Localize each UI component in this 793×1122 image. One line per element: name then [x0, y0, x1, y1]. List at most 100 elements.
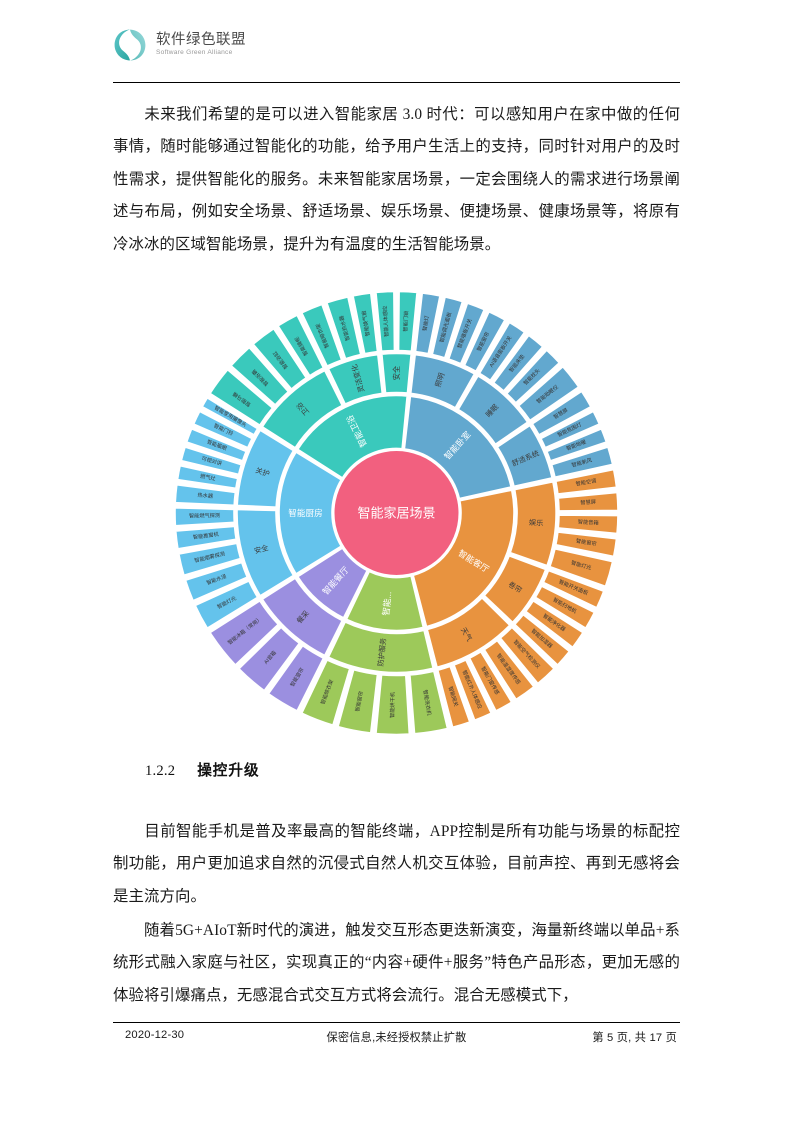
sunburst-segment[interactable] — [295, 546, 370, 620]
paragraph-5g-aiot-text: 随着5G+AIoT新时代的演进，触发交互形态更迭新演变，海量新终端以单品+系统形… — [113, 922, 680, 1004]
sunburst-segment[interactable] — [374, 672, 412, 737]
footer-notice: 保密信息,未经授权禁止扩散 — [326, 1032, 467, 1044]
sunburst-segment[interactable] — [351, 291, 380, 356]
brand-logo: 软件绿色联盟 Software Green Alliance — [113, 28, 680, 62]
sunburst-segment[interactable] — [533, 584, 597, 631]
paragraph-control-upgrade: 目前智能手机是普及率最高的智能终端，APP控制是所有功能与场景的标配控制功能，用… — [113, 816, 680, 913]
sunburst-segment[interactable] — [411, 488, 516, 629]
sunburst-segment[interactable] — [235, 507, 296, 598]
sunburst-segment[interactable] — [183, 560, 250, 603]
sunburst-segment[interactable] — [495, 423, 554, 489]
sunburst-segment-label: 智能灯 — [420, 315, 430, 332]
sunburst-segment[interactable] — [324, 295, 363, 361]
sunburst-segment[interactable] — [374, 289, 397, 354]
page-footer: 2020-12-30 保密信息,未经授权禁止扩散 第 5 页, 共 17 页 — [113, 1027, 680, 1049]
sunburst-segment[interactable] — [266, 643, 326, 713]
sunburst-segment[interactable] — [344, 569, 426, 633]
sunburst-segment[interactable] — [229, 345, 291, 407]
sunburst-segment[interactable] — [236, 625, 302, 693]
sunburst-segment[interactable] — [179, 445, 244, 477]
sunburst-segment[interactable] — [336, 667, 380, 735]
sunburst-segment[interactable] — [516, 364, 581, 423]
sunburst-segment-label: 智能推窗机 — [192, 530, 220, 541]
sunburst-segment[interactable] — [295, 393, 410, 480]
sunburst-center-label: 智能家居场景 — [357, 506, 435, 521]
sunburst-segment[interactable] — [380, 351, 413, 395]
sunburst-segment[interactable] — [482, 638, 536, 702]
page-header: 软件绿色联盟 Software Green Alliance — [113, 28, 680, 82]
sunburst-segment[interactable] — [193, 579, 260, 631]
sunburst-segment[interactable] — [477, 320, 527, 383]
sunburst-segment[interactable] — [277, 450, 344, 576]
sunburst-segment[interactable] — [491, 333, 545, 393]
sunburst-segment[interactable] — [276, 313, 326, 378]
sunburst-segment[interactable] — [396, 289, 419, 354]
sunburst-segment[interactable] — [326, 620, 436, 675]
sunburst-segment[interactable] — [435, 664, 472, 730]
sunburst-segment[interactable] — [553, 467, 619, 496]
sunburst-segment[interactable] — [408, 352, 477, 410]
sunburst-segment-label: 智能窗帘 — [353, 690, 365, 712]
sunburst-center — [334, 451, 459, 575]
sunburst-segment[interactable] — [556, 513, 620, 536]
header-divider — [113, 82, 680, 83]
sunburst-segment-label: 智慧屏 — [580, 498, 596, 507]
sunburst-segment[interactable] — [413, 291, 442, 356]
sunburst-segment-label: 智能... — [380, 591, 393, 616]
sunburst-segment[interactable] — [235, 428, 296, 509]
sunburst-segment[interactable] — [482, 553, 548, 625]
sunburst-segment[interactable] — [547, 546, 615, 589]
sunburst-segment[interactable] — [504, 348, 562, 405]
sunburst-segment[interactable] — [462, 309, 507, 374]
sunburst-chart: 智能卫浴智能卧室智能客厅智能...智能餐厅智能厨房卫浴灵活变化安全照明睡眠舒适系… — [173, 289, 620, 737]
sunburst-segment[interactable] — [549, 445, 615, 480]
paragraph-5g-aiot: 随着5G+AIoT新时代的演进，触发交互形态更迭新演变，海量新终端以单品+系统形… — [113, 915, 680, 1012]
sunburst-segment[interactable] — [430, 295, 465, 360]
sunburst-segment[interactable] — [467, 649, 514, 713]
sunburst-segment[interactable] — [498, 625, 557, 686]
green-alliance-swirl-logo-icon — [114, 29, 146, 61]
sunburst-segment-label: 安全 — [392, 365, 401, 380]
sunburst-segment[interactable] — [512, 612, 572, 667]
sunburst-segment[interactable] — [456, 373, 530, 447]
sunburst-segment[interactable] — [260, 576, 345, 658]
sunburst-segment-label: 智能人体感应 — [381, 306, 391, 338]
sunburst-segment[interactable] — [208, 367, 275, 428]
sunburst-segment[interactable] — [408, 669, 450, 736]
sunburst-segment[interactable] — [173, 524, 238, 551]
sunburst-segment[interactable] — [556, 490, 620, 513]
sunburst-segment[interactable] — [200, 395, 260, 437]
sunburst-segment[interactable] — [208, 598, 281, 667]
sunburst-segment[interactable] — [176, 541, 243, 578]
sunburst-segment[interactable] — [523, 598, 585, 650]
sunburst-segment[interactable] — [508, 479, 558, 568]
sunburst-segment[interactable] — [538, 409, 602, 450]
brand-name-cn: 软件绿色联盟 — [156, 31, 246, 48]
sunburst-segment[interactable] — [446, 301, 487, 366]
sunburst-segment-label: 智能换气扇 — [359, 310, 371, 337]
sunburst-segment-label: 智能空调 — [575, 476, 597, 487]
sunburst-segment-label: 智能窗帘 — [575, 536, 597, 547]
sunburst-segment[interactable] — [175, 463, 240, 491]
footer-date: 2020-12-30 — [125, 1029, 185, 1041]
sunburst-segment[interactable] — [541, 568, 606, 610]
sunburst-segment[interactable] — [191, 409, 255, 450]
sunburst-segment-label: 安全 — [253, 543, 270, 556]
sunburst-segment[interactable] — [251, 326, 309, 392]
sunburst-segment[interactable] — [260, 368, 345, 450]
sunburst-segment[interactable] — [402, 394, 513, 501]
sunburst-segment[interactable] — [425, 595, 512, 670]
sunburst-segment[interactable] — [530, 389, 593, 437]
sunburst-segment[interactable] — [553, 530, 619, 559]
sunburst-segment-label: 防护服务 — [376, 637, 388, 667]
sunburst-segment[interactable] — [299, 657, 352, 728]
sunburst-segment[interactable] — [544, 426, 609, 463]
sunburst-segment[interactable] — [299, 302, 344, 369]
sunburst-segment[interactable] — [173, 482, 238, 508]
sunburst-segment[interactable] — [173, 506, 237, 528]
sunburst-segment[interactable] — [184, 426, 249, 463]
smart-home-sunburst-figure: 智能卫浴智能卧室智能客厅智能...智能餐厅智能厨房卫浴灵活变化安全照明睡眠舒适系… — [136, 278, 657, 748]
sunburst-segment[interactable] — [326, 352, 385, 406]
sunburst-segment[interactable] — [452, 657, 494, 723]
